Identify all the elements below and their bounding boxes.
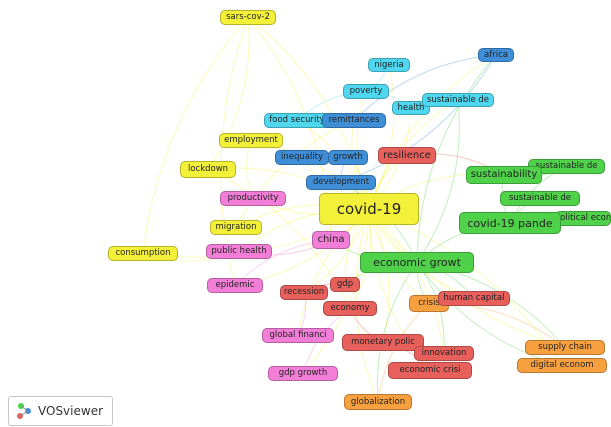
- node-consumption[interactable]: consumption: [108, 246, 178, 261]
- node-human-capital[interactable]: human capital: [438, 291, 510, 306]
- node-covid-19-pandemic[interactable]: covid-19 pande: [459, 212, 561, 234]
- node-nigeria[interactable]: nigeria: [368, 58, 410, 72]
- node-public-health[interactable]: public health: [206, 244, 272, 259]
- node-monetary-policy[interactable]: monetary polic: [342, 334, 424, 351]
- link-africa-development: [340, 54, 497, 183]
- node-digital-economy[interactable]: digital econom: [517, 358, 607, 373]
- link-covid-19-africa: [368, 54, 497, 210]
- node-gdp-growth[interactable]: gdp growth: [268, 366, 338, 381]
- node-economic-crisis[interactable]: economic crisi: [388, 362, 472, 379]
- node-inequality[interactable]: inequality: [275, 150, 329, 165]
- link-economic-growt-globalization: [376, 262, 418, 403]
- node-growth[interactable]: growth: [328, 150, 368, 165]
- node-epidemic[interactable]: epidemic: [207, 278, 263, 293]
- node-covid-19[interactable]: covid-19: [319, 193, 419, 225]
- node-recession[interactable]: recession: [280, 285, 328, 300]
- node-africa[interactable]: africa: [478, 48, 514, 62]
- link-africa-remittances: [353, 54, 497, 121]
- node-productivity[interactable]: productivity: [220, 191, 286, 206]
- node-economic-growth[interactable]: economic growt: [360, 252, 474, 273]
- node-development[interactable]: development: [306, 175, 376, 190]
- link-covid-19-gdp-growth: [302, 208, 370, 374]
- link-sars-cov-2-lockdown: [207, 17, 250, 170]
- node-global-financial[interactable]: global financi: [262, 328, 334, 343]
- link-sars-cov-2-consumption: [142, 17, 249, 254]
- vosviewer-logo[interactable]: VOSviewer: [8, 396, 113, 426]
- link-economic-growt-africa: [416, 54, 497, 263]
- node-remittances[interactable]: remittances: [322, 113, 386, 128]
- node-employment[interactable]: employment: [219, 133, 283, 148]
- node-lockdown[interactable]: lockdown: [180, 161, 236, 178]
- node-china[interactable]: china: [312, 231, 350, 249]
- link-employment-productivity: [246, 140, 254, 199]
- node-innovation[interactable]: innovation: [414, 346, 474, 361]
- node-resilience[interactable]: resilience: [378, 147, 436, 164]
- node-health[interactable]: health: [392, 101, 430, 115]
- node-sustainable-development-mid[interactable]: sustainable de: [500, 191, 580, 206]
- node-migration[interactable]: migration: [210, 220, 262, 235]
- node-gdp[interactable]: gdp: [330, 277, 360, 292]
- link-covid-19-global-financi: [297, 208, 370, 336]
- node-food-security[interactable]: food security: [264, 113, 330, 128]
- node-sustainable-development-cyan[interactable]: sustainable de: [422, 93, 494, 107]
- node-sars-cov-2[interactable]: sars-cov-2: [220, 10, 276, 25]
- node-supply-chain[interactable]: supply chain: [525, 340, 605, 355]
- link-economic-growt-sustainable-de-cyan: [416, 99, 460, 263]
- node-political-economy[interactable]: political econ: [555, 211, 611, 226]
- vosviewer-logo-text: VOSviewer: [38, 404, 104, 418]
- node-poverty[interactable]: poverty: [343, 84, 389, 99]
- node-sustainability[interactable]: sustainability: [466, 166, 542, 184]
- node-globalization[interactable]: globalization: [344, 394, 412, 410]
- node-economy[interactable]: economy: [323, 301, 377, 316]
- vosviewer-logo-icon: [17, 403, 31, 419]
